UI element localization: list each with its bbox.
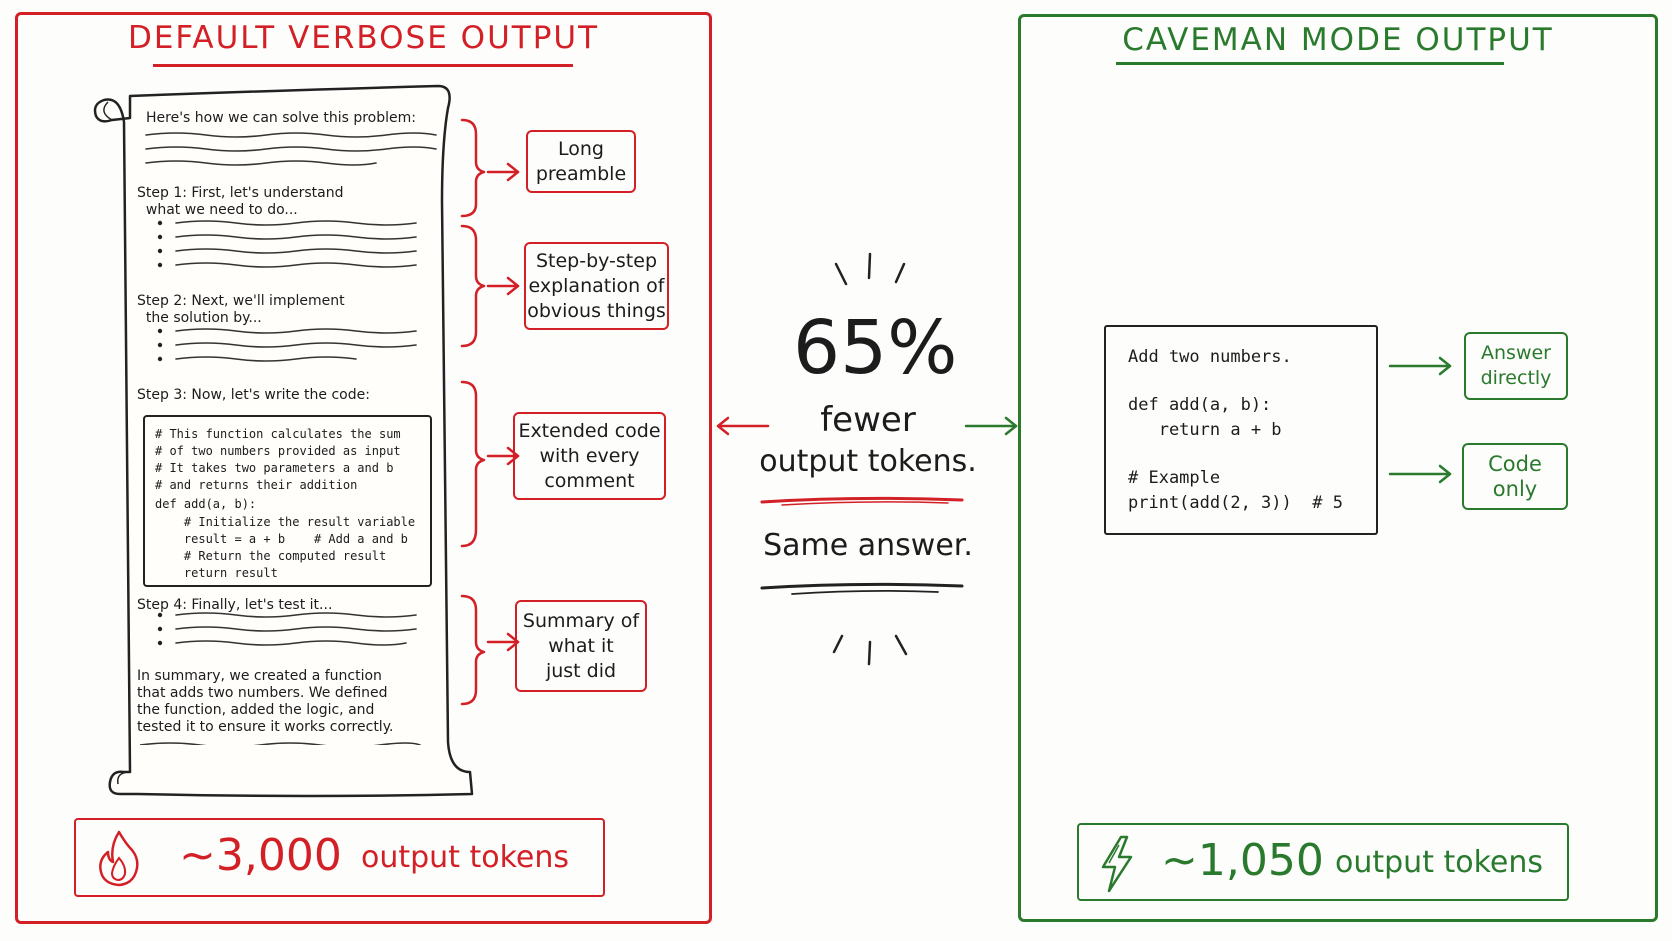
verbose-output-panel [15, 12, 712, 924]
percent-reduction: 65% [793, 305, 958, 391]
code-line: # This function calculates the sum [155, 427, 401, 441]
caveman-token-label: output tokens [1335, 845, 1544, 880]
verbose-token-value: ~3,000 [179, 830, 342, 881]
annotation-long-preamble: Long preamble [526, 130, 636, 193]
verbose-title-underline [153, 64, 573, 67]
code-line: def add(a, b): [155, 497, 257, 511]
same-answer-tagline: Same answer. [763, 528, 973, 563]
scroll-intro-text: Here's how we can solve this problem: [146, 110, 416, 126]
caveman-token-value: ~1,050 [1161, 835, 1324, 886]
verbose-token-count: ~3,000 output tokens [74, 818, 605, 897]
annotation-step-by-step: Step-by-step explanation of obvious thin… [524, 242, 669, 330]
scroll-summary-text: In summary, we created a function that a… [137, 668, 394, 735]
caveman-output-panel [1018, 14, 1658, 922]
code-line: # and returns their addition [155, 478, 358, 492]
code-line: Add two numbers. [1128, 347, 1292, 367]
code-line: return a + b [1128, 420, 1282, 440]
caveman-token-count: ~1,050 output tokens [1077, 823, 1569, 901]
black-underline [760, 582, 964, 595]
emphasis-marks-top [834, 252, 906, 286]
code-line: # of two numbers provided as input [155, 444, 401, 458]
lightning-bolt-icon [1101, 835, 1133, 893]
code-line: # Initialize the result variable [155, 515, 416, 529]
code-line: print(add(2, 3)) # 5 [1128, 493, 1343, 513]
code-line: # Return the computed result [155, 549, 387, 563]
caveman-code-block: Add two numbers. def add(a, b): return a… [1104, 325, 1378, 535]
scroll-step4-text: Step 4: Finally, let's test it... [137, 597, 333, 613]
verbose-brackets-arrows [460, 118, 520, 706]
caveman-title-wrap: CAVEMAN MODE OUTPUT [1018, 0, 1658, 80]
verbose-token-label: output tokens [361, 840, 570, 875]
caveman-arrows [1388, 356, 1452, 484]
caveman-panel-title: CAVEMAN MODE OUTPUT [1122, 22, 1554, 58]
scroll-step3-text: Step 3: Now, let's write the code: [137, 387, 370, 403]
scroll-step1-text: Step 1: First, let's understand what we … [137, 185, 344, 218]
emphasis-marks-bottom [832, 634, 908, 666]
annotation-extended-code: Extended code with every comment [513, 412, 666, 500]
caveman-title-underline [1116, 62, 1504, 65]
red-underline [760, 496, 964, 506]
code-line: # It takes two parameters a and b [155, 461, 394, 475]
annotation-summary: Summary of what it just did [515, 600, 647, 692]
output-tokens-label: output tokens. [759, 444, 977, 479]
code-line: # Example [1128, 468, 1221, 488]
verbose-title-wrap: DEFAULT VERBOSE OUTPUT [15, 0, 712, 80]
verbose-code-block: # This function calculates the sum # of … [143, 415, 432, 587]
code-line: result = a + b # Add a and b [155, 532, 408, 546]
fewer-label: fewer [820, 400, 916, 440]
fire-icon [99, 830, 139, 887]
code-line: return result [155, 566, 278, 580]
left-arrow [716, 416, 770, 436]
annotation-code-only: Code only [1462, 443, 1568, 510]
annotation-answer-directly: Answer directly [1464, 332, 1568, 400]
scroll-filler-lines [140, 132, 437, 745]
scroll-step2-text: Step 2: Next, we'll implement the soluti… [137, 293, 345, 326]
code-line: def add(a, b): [1128, 395, 1272, 415]
right-arrow [964, 416, 1018, 436]
verbose-panel-title: DEFAULT VERBOSE OUTPUT [127, 20, 600, 56]
